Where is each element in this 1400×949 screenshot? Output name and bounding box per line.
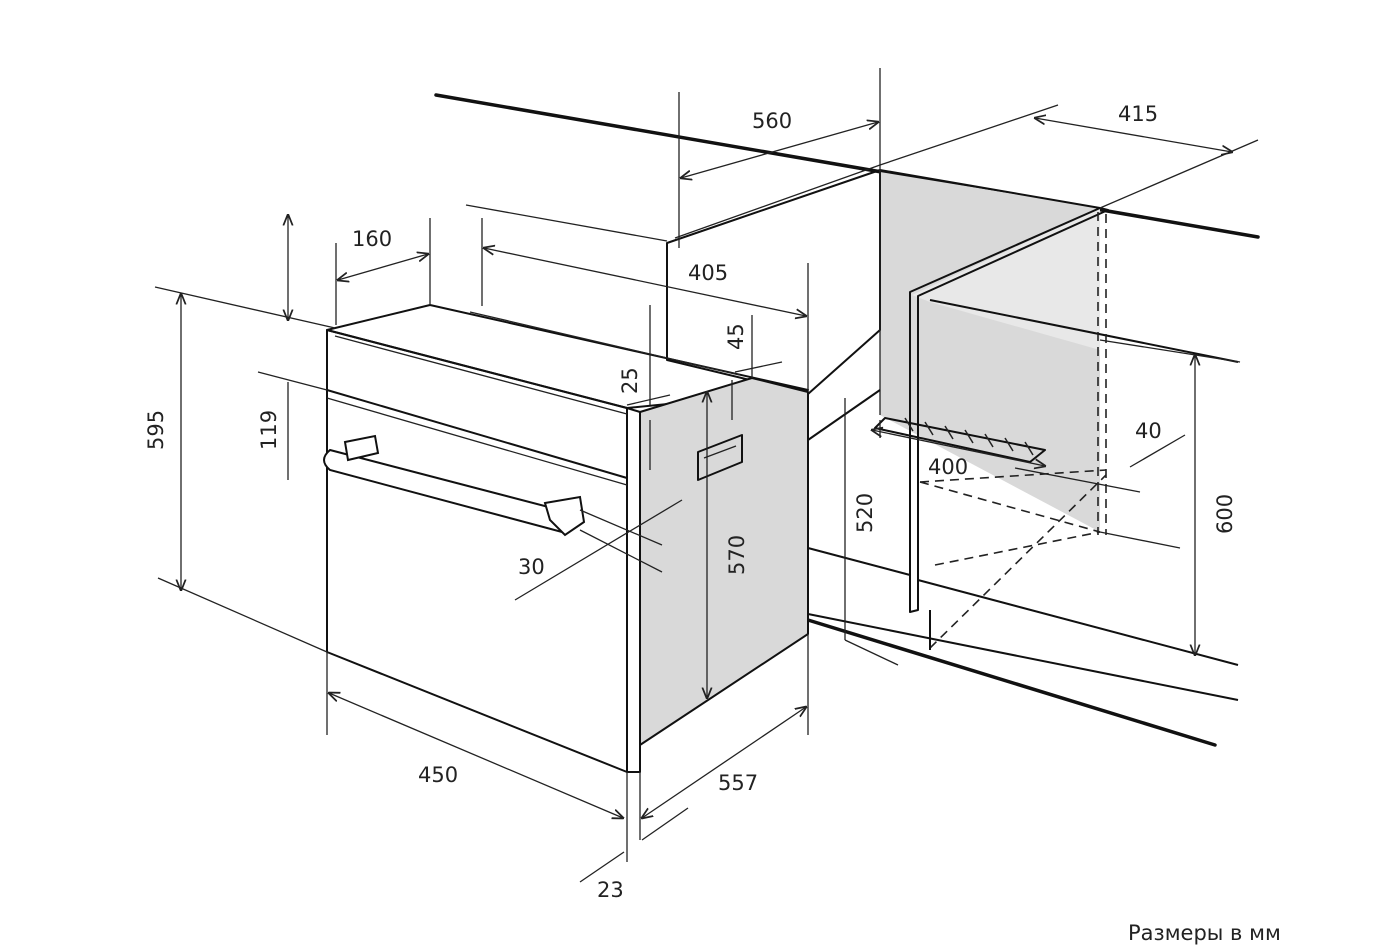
units-caption: Размеры в мм bbox=[1128, 921, 1281, 945]
dim-23: 23 bbox=[597, 878, 624, 902]
control-panel-line-1 bbox=[326, 389, 628, 479]
dim-400: 400 bbox=[928, 455, 968, 479]
base-line-1 bbox=[807, 547, 911, 576]
dim-160: 160 bbox=[352, 227, 392, 251]
oven-side bbox=[640, 378, 808, 745]
floor-line bbox=[806, 618, 1217, 747]
right-panel-inner-edge bbox=[929, 299, 1239, 363]
oven bbox=[323, 304, 809, 773]
base-line-2 bbox=[917, 579, 1239, 666]
niche-side-wall bbox=[912, 208, 1100, 350]
hidden-edge-4 bbox=[919, 481, 1101, 533]
dim-560: 560 bbox=[752, 109, 792, 133]
top-front-edge bbox=[334, 335, 628, 415]
oven-front bbox=[326, 329, 628, 773]
dimension-labels: 560 415 405 160 45 25 595 119 40 400 520… bbox=[144, 102, 1237, 902]
hidden-edge-3 bbox=[919, 469, 1107, 483]
dim-570: 570 bbox=[725, 535, 749, 575]
dim-595: 595 bbox=[144, 410, 168, 450]
control-panel-line-2 bbox=[326, 397, 628, 486]
hidden-edge-6 bbox=[929, 474, 1107, 649]
niche-floor-edge bbox=[1099, 531, 1181, 549]
dim-30: 30 bbox=[518, 555, 545, 579]
dim-520: 520 bbox=[853, 493, 877, 533]
dim-25: 25 bbox=[618, 367, 642, 394]
base-stub bbox=[807, 389, 881, 441]
dim-450: 450 bbox=[418, 763, 458, 787]
oven-top-back bbox=[469, 311, 741, 376]
dimension-lines bbox=[154, 68, 1259, 883]
dim-40: 40 bbox=[1135, 419, 1162, 443]
base-line-3 bbox=[807, 613, 1239, 701]
left-panel-top-edge bbox=[674, 164, 881, 239]
side-cutout bbox=[697, 434, 743, 481]
dim-119: 119 bbox=[257, 410, 281, 450]
niche-back-top bbox=[879, 169, 1101, 209]
dim-45: 45 bbox=[724, 323, 748, 350]
oven-front-edge bbox=[626, 407, 641, 773]
oven-handle bbox=[323, 434, 586, 537]
dim-600: 600 bbox=[1213, 494, 1237, 534]
hidden-edge-5 bbox=[934, 531, 1101, 566]
dim-415: 415 bbox=[1118, 102, 1158, 126]
dim-557: 557 bbox=[718, 771, 758, 795]
dim-405: 405 bbox=[688, 261, 728, 285]
